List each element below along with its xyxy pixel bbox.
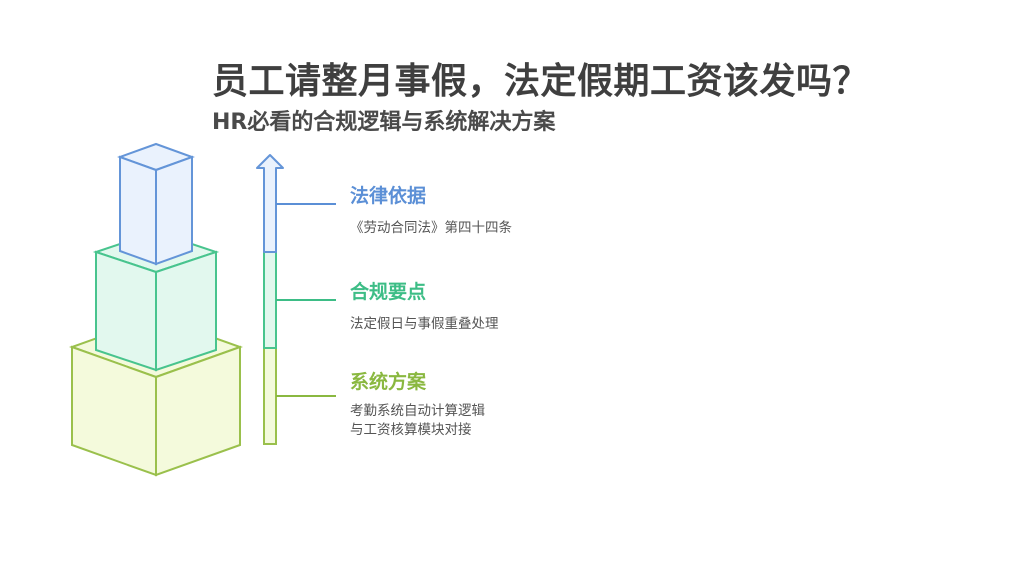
section-desc-legal-basis: 《劳动合同法》第四十四条 — [350, 220, 512, 236]
section-desc-system-solution-line2: 与工资核算模块对接 — [350, 422, 472, 438]
page-subtitle: HR必看的合规逻辑与系统解决方案 — [212, 110, 556, 135]
section-title-legal-basis: 法律依据 — [350, 185, 427, 207]
block-legal-basis — [117, 142, 195, 266]
section-title-system-solution: 系统方案 — [350, 371, 427, 393]
section-desc-compliance: 法定假日与事假重叠处理 — [350, 316, 499, 332]
section-title-compliance: 合规要点 — [350, 281, 427, 303]
section-desc-system-solution-line1: 考勤系统自动计算逻辑 — [350, 403, 485, 419]
progress-arrow — [256, 154, 284, 445]
page-title: 员工请整月事假，法定假期工资该发吗？ — [212, 61, 870, 102]
